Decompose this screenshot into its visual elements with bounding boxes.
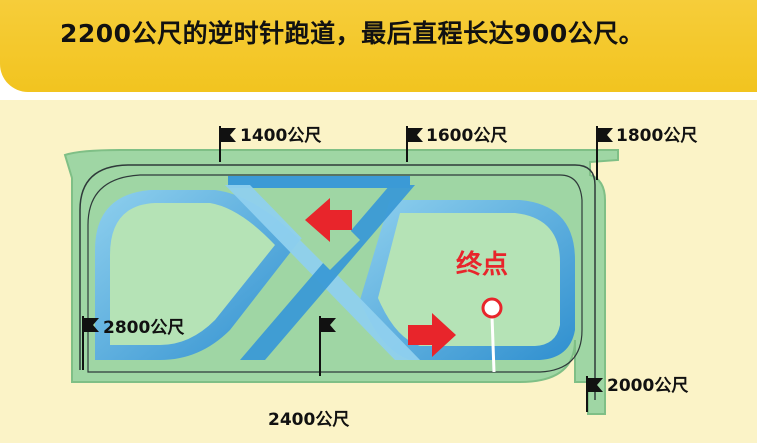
finish-ring (481, 297, 503, 319)
flag-icon (219, 126, 236, 162)
marker-label-1600: 1600公尺 (426, 126, 508, 146)
top-water-strip (228, 176, 410, 188)
inner-rail (87, 174, 583, 373)
flag-icon (319, 316, 336, 376)
finish-post (490, 315, 496, 373)
flag-icon (82, 316, 99, 370)
cross-band-2 (240, 185, 415, 360)
direction-arrow-left (305, 198, 352, 242)
marker-label-1400: 1400公尺 (240, 126, 322, 146)
inner-loop-right-green (378, 213, 560, 346)
direction-arrow-right (408, 313, 456, 357)
flag-icon (596, 126, 613, 180)
inner-loop-left-green (110, 203, 275, 345)
outer-rail (79, 164, 596, 400)
marker-label-2400: 2400公尺 (268, 410, 350, 430)
banner-title: 2200公尺的逆时针跑道，最后直程长达900公尺。 (60, 19, 645, 48)
marker-label-2000: 2000公尺 (607, 376, 689, 396)
finish-label: 终点 (456, 250, 509, 280)
flag-icon (406, 126, 423, 162)
marker-label-1800: 1800公尺 (616, 126, 698, 146)
flag-icon (586, 376, 603, 412)
marker-label-2800: 2800公尺 (103, 318, 185, 338)
title-banner: 2200公尺的逆时针跑道，最后直程长达900公尺。 (0, 0, 757, 92)
